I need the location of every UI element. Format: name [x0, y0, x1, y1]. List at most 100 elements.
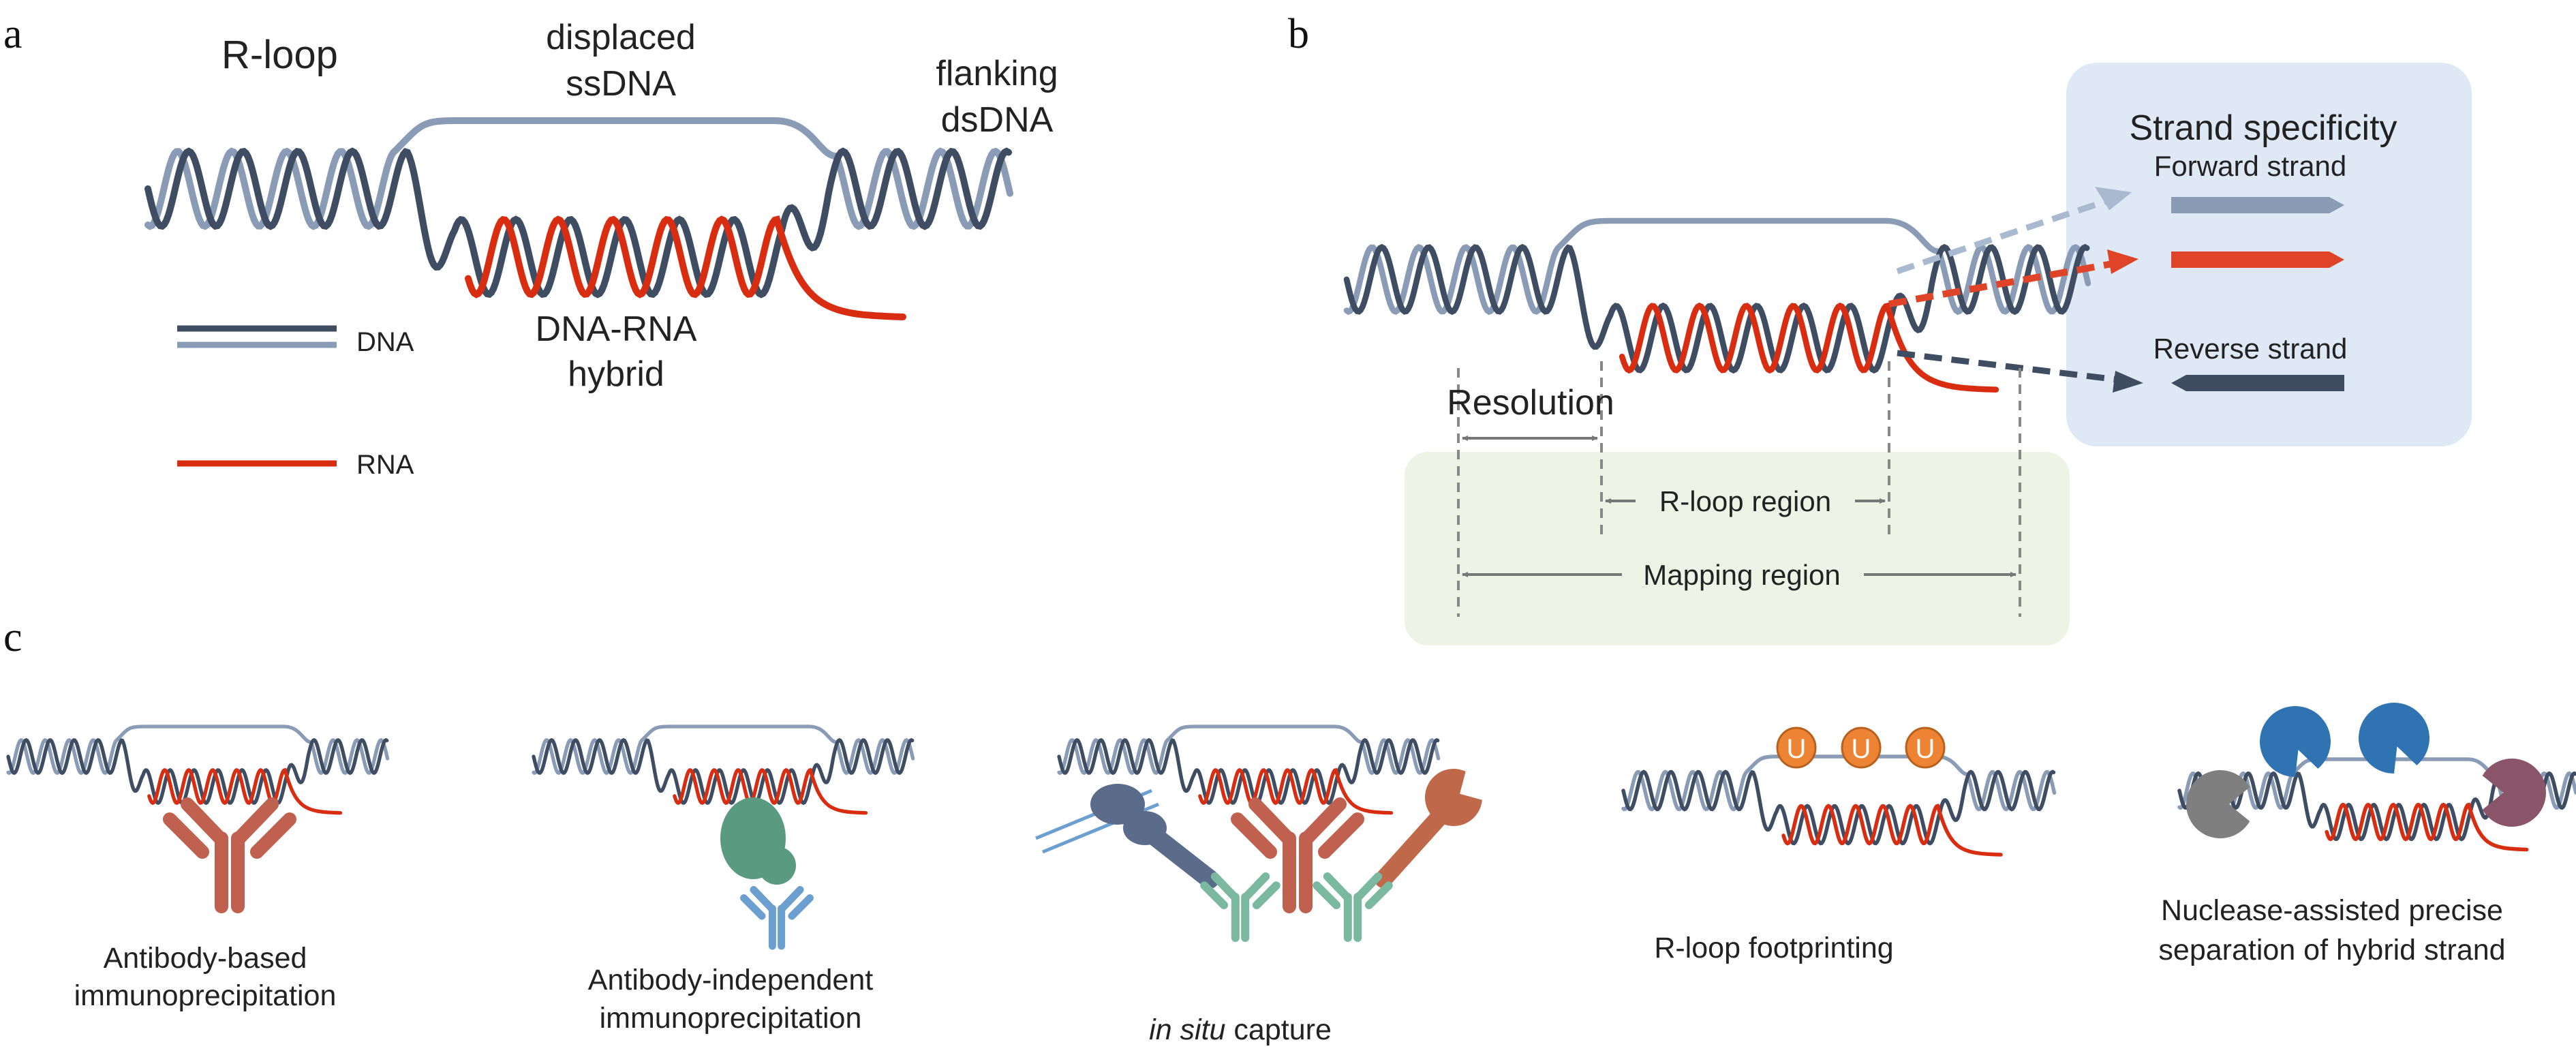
antibody-1-arm-right-inner: [232, 797, 279, 845]
panel-b-letter: b: [1288, 11, 1309, 57]
panel-a-helix: [144, 117, 1013, 320]
antibody-1-arm-left-outer: [163, 812, 209, 859]
flanking-label-2: dsDNA: [941, 100, 1054, 140]
panel-b-helix-rna-strand: [1619, 302, 1999, 393]
rloop-title: R-loop: [221, 33, 338, 77]
secondary-antibody-1-arm-left-outer: [1200, 881, 1228, 910]
method-5-label-2: separation of hybrid strand: [2158, 934, 2505, 966]
nuclease-blue-2: [2359, 703, 2430, 774]
fusion-linker-right: [1375, 802, 1454, 888]
u-label-1: U: [1787, 734, 1807, 764]
forward-dna-arrow: [1896, 196, 2114, 275]
panel-a-helix-dna-light-strand: [144, 117, 1013, 230]
binding-protein-lobe: [758, 846, 796, 885]
panel-b-helix: [1343, 217, 2091, 393]
method-3-helix-dna-light-strand: [1057, 724, 1441, 776]
displaced-label-1: displaced: [546, 18, 696, 57]
antibody-2: [1231, 797, 1364, 913]
secondary-antibody-2-arm-left-inner: [1323, 872, 1351, 902]
method-1-label-2: immunoprecipitation: [74, 979, 337, 1012]
panel-a-helix-dna-dark-strand: [144, 147, 1012, 299]
binding-proteins-front: [163, 703, 2546, 950]
antibody-1-arm-left-inner: [181, 797, 227, 845]
resolution-label: Resolution: [1447, 383, 1614, 423]
small-antibody-1: [740, 886, 814, 950]
panel-b-helix-dna-dark-strand: [1343, 243, 2090, 374]
reverse-dna-arrow: [1897, 350, 2123, 384]
region-guides: [1457, 361, 2021, 617]
panel-c-letter: c: [3, 614, 22, 660]
secondary-antibody-1: [1200, 872, 1281, 943]
forward-dna-arrowhead: [2095, 187, 2132, 211]
dashed-arrows: [1888, 187, 2143, 393]
method-2-label-1: Antibody-independent: [588, 964, 873, 996]
hybrid-label-1: DNA-RNA: [536, 309, 697, 349]
method-4-helix: [1621, 754, 2057, 857]
method-1-helix: [6, 724, 390, 815]
method-2-label-2: immunoprecipitation: [600, 1002, 862, 1035]
rna-arrow: [1888, 260, 2117, 307]
panel-b-helix-dna-light-strand: [1343, 217, 2091, 316]
panel-a-letter: a: [3, 11, 22, 57]
panel-a-helix-rna-strand: [465, 215, 906, 320]
antibody-2-arm-right-inner: [1300, 797, 1347, 845]
method-3-helix-rna-strand: [1198, 767, 1394, 815]
forward-strand-label: Forward strand: [2154, 150, 2346, 182]
antibody-1-arm-right-outer: [250, 812, 296, 859]
forward-strand-bar-dna: [2171, 197, 2344, 213]
forward-strand-bar-rna: [2171, 251, 2344, 268]
antibody-2-arm-left-inner: [1248, 797, 1295, 845]
method-3-label: in situ capture: [1149, 1013, 1332, 1046]
method-2-helix: [532, 724, 915, 815]
u-circle-2: [1841, 727, 1882, 769]
flanking-label-1: flanking: [936, 54, 1058, 93]
panel-b-rloop: [1343, 217, 2091, 393]
nuclease-grey: [2186, 770, 2250, 838]
u-circle-1: [1776, 727, 1817, 769]
reverse-strand-label: Reverse strand: [2153, 333, 2348, 365]
method-4-helix-rna-strand: [1781, 804, 2003, 857]
method-3-label-italic: in situ: [1149, 1013, 1225, 1046]
method-2-helix-dna-light-strand: [532, 724, 915, 776]
u-label-2: U: [1852, 734, 1871, 764]
hybrid-label-2: hybrid: [568, 354, 664, 394]
panel-a-rloop: [144, 117, 1013, 320]
secondary-antibody-2-arm-left-outer: [1313, 881, 1340, 910]
reverse-strand-bar: [2171, 375, 2344, 391]
small-antibody-1-arm-right-outer: [788, 894, 814, 920]
small-antibody-1-arm-left-outer: [740, 894, 766, 920]
antibody-2-arm-left-outer: [1231, 812, 1277, 859]
reverse-dna-arrowhead: [2113, 371, 2143, 393]
secondary-antibody-1-arm-left-inner: [1210, 872, 1239, 902]
region-box: [1405, 452, 2070, 645]
secondary-antibody-1-arm-right-inner: [1242, 872, 1270, 902]
binding-domain-blob-2: [1123, 811, 1167, 845]
rna-arrowhead: [2107, 249, 2138, 274]
method-5-helix-rna-strand: [2325, 802, 2529, 852]
legend-rna-label: RNA: [356, 450, 414, 480]
secondary-antibody-2: [1313, 872, 1393, 943]
method-1-helix-dna-dark-strand: [6, 737, 389, 806]
u-circle-3: [1905, 727, 1946, 769]
strand-specificity-title: Strand specificity: [2129, 108, 2397, 148]
secondary-antibody-1-arm-right-outer: [1253, 881, 1281, 910]
nuclease-blue-1: [2260, 706, 2331, 777]
rloop-region-label: R-loop region: [1659, 485, 1831, 517]
method-2-helix-dna-dark-strand: [532, 737, 915, 806]
small-antibody-1-arm-right-inner: [778, 886, 804, 913]
method-3-label-rest: capture: [1225, 1013, 1331, 1046]
legend-dna-label: DNA: [356, 327, 414, 357]
secondary-antibody-2-arm-right-inner: [1354, 872, 1383, 902]
displaced-label-2: ssDNA: [566, 64, 676, 104]
antibody-2-arm-right-outer: [1318, 812, 1364, 859]
antibody-1: [163, 797, 296, 913]
small-antibody-1-arm-left-inner: [750, 886, 776, 913]
secondary-antibody-2-arm-right-outer: [1365, 881, 1393, 910]
method-3-helix: [1057, 724, 1441, 815]
method-4-helix-dna-dark-strand: [1621, 769, 2056, 846]
legend: DNA RNA: [177, 325, 414, 480]
nuclease-purple: [2482, 759, 2546, 827]
method-3-helix-dna-dark-strand: [1057, 737, 1440, 806]
mapping-region-label: Mapping region: [1643, 559, 1841, 591]
